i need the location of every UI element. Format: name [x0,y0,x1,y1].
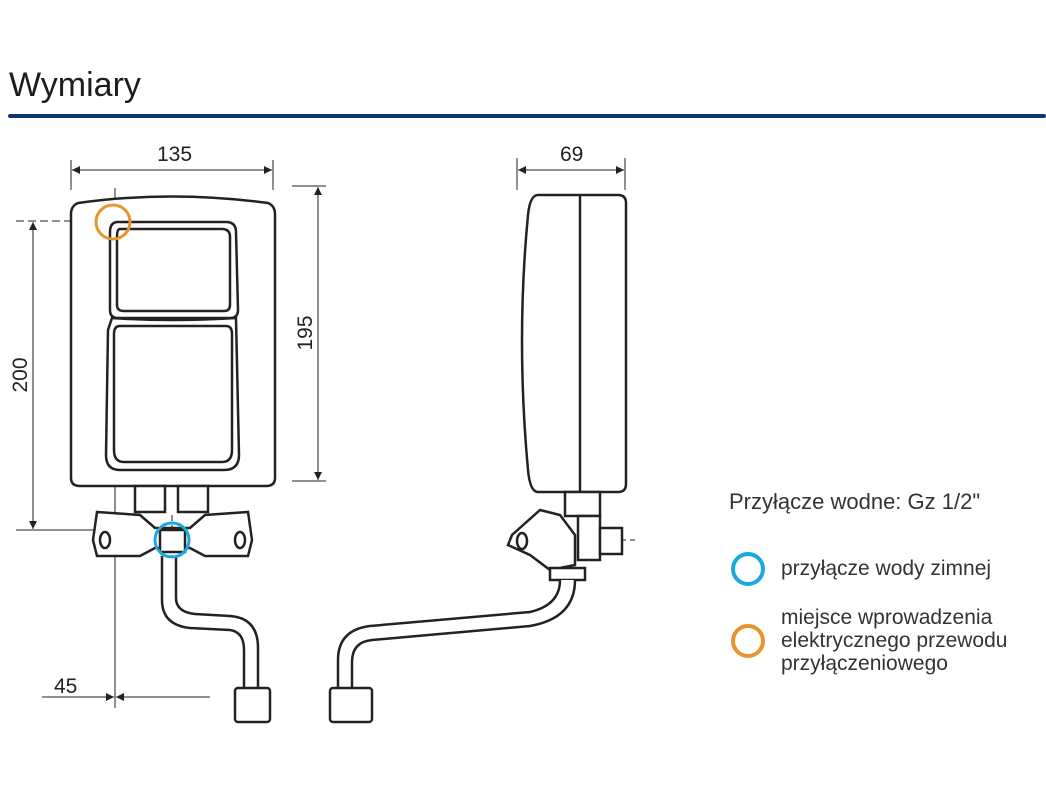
dim-69: 69 [560,143,583,166]
heater-front-view [69,195,277,724]
heater-side-view [328,193,628,724]
water-connection-label: Przyłącze wodne: Gz 1/2" [729,489,981,514]
cold-water-marker [153,521,191,559]
electrical-entry-marker [94,203,132,241]
legend-electrical: miejsce wprowadzenia elektrycznego przew… [781,606,1008,675]
dim-45: 45 [54,675,77,698]
cold-water-legend-icon [731,552,765,586]
title-underline [8,114,1046,118]
dim-135: 135 [157,143,192,166]
page-title: Wymiary [9,66,141,104]
legend-cold-water: przyłącze wody zimnej [781,557,992,580]
dim-195: 195 [294,315,317,350]
dim-200: 200 [9,357,32,392]
electrical-legend-icon [731,624,765,658]
